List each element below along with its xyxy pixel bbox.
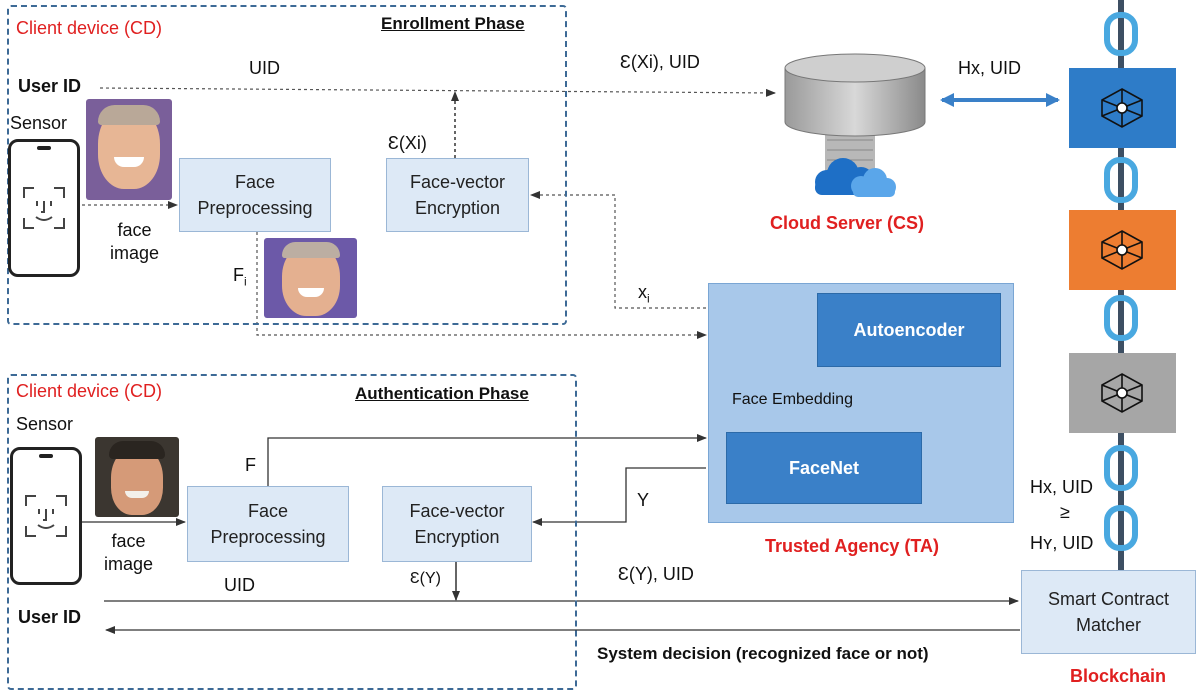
fi-to-ta-arrow [256,232,707,339]
enrollment-user-id: User ID [18,76,82,96]
enrollment-phase-title: Enrollment Phase [381,14,525,33]
face-embedding-label: Face Embedding [732,391,853,408]
xi-to-enc-arrow [530,191,706,309]
trusted-agency-label: Trusted Agency (TA) [765,536,940,556]
enrollment-enc-xi-label: Ɛ(Xi) [388,133,427,153]
compare-bottom-label: Hʏ, UID [1030,533,1094,553]
authentication-user-id: User ID [18,607,82,627]
enrollment-phone [8,139,80,277]
blockchain-block-1 [1069,68,1176,148]
network-node-icon [1101,230,1143,270]
hx-uid-label: Hx, UID [958,58,1021,78]
compare-top-label: Hx, UID [1030,477,1093,497]
authentication-face-preprocessing: Face Preprocessing [187,486,349,562]
uid-to-cloud-arrow [99,87,776,97]
cloud-server-label: Cloud Server (CS) [770,213,925,233]
face-id-icon [23,187,65,229]
enc-xi-uid-label: Ɛ(Xi), UID [620,52,700,72]
enrollment-client-label: Client device (CD) [16,18,163,38]
authentication-client-label: Client device (CD) [16,381,163,401]
f-label: F [245,455,256,475]
authentication-face-image-label: face image [104,531,154,575]
enc-y-label: Ɛ(Y) [410,570,441,587]
face-id-icon [25,495,67,537]
enrollment-uid-label: UID [249,58,280,78]
compare-operator: ≥ [1060,502,1070,522]
blockchain-block-3 [1069,353,1176,433]
f-to-ta-arrow [267,434,707,486]
xi-label: xi [638,282,650,306]
enrollment-face-photo [86,99,172,200]
cloud-server-icon [784,53,926,197]
system-decision-label: System decision (recognized face or not) [597,644,929,663]
phone-camera-notch [39,454,53,458]
blockchain-block-2 [1069,210,1176,290]
authentication-face-photo [95,437,179,517]
authentication-uid-label: UID [224,575,255,595]
autoencoder-box: Autoencoder [817,293,1001,367]
enrollment-face-image-label: face image [110,220,160,264]
y-label: Y [637,490,650,510]
authentication-phase-title: Authentication Phase [355,384,529,403]
network-node-icon [1101,88,1143,128]
authentication-phone [10,447,82,585]
enrollment-face-vector-encryption: Face-vector Encryption [386,158,529,232]
enrollment-face-preprocessing: Face Preprocessing [179,158,331,232]
authentication-face-vector-encryption: Face-vector Encryption [382,486,532,562]
smart-contract-matcher: Smart Contract Matcher [1021,570,1196,654]
enrollment-sensor-label: Sensor [10,113,68,133]
authentication-phase-box [7,374,577,690]
phone-camera-notch [37,146,51,150]
enrollment-fi-label: Fi [233,265,247,289]
blockchain-label: Blockchain [1070,666,1167,686]
enrollment-face-cropped-photo [264,238,357,318]
authentication-sensor-label: Sensor [16,414,74,434]
y-to-enc-arrow [532,467,706,526]
facenet-box: FaceNet [726,432,922,504]
enc-y-uid-label: Ɛ(Y), UID [618,564,694,584]
network-node-icon [1101,373,1143,413]
